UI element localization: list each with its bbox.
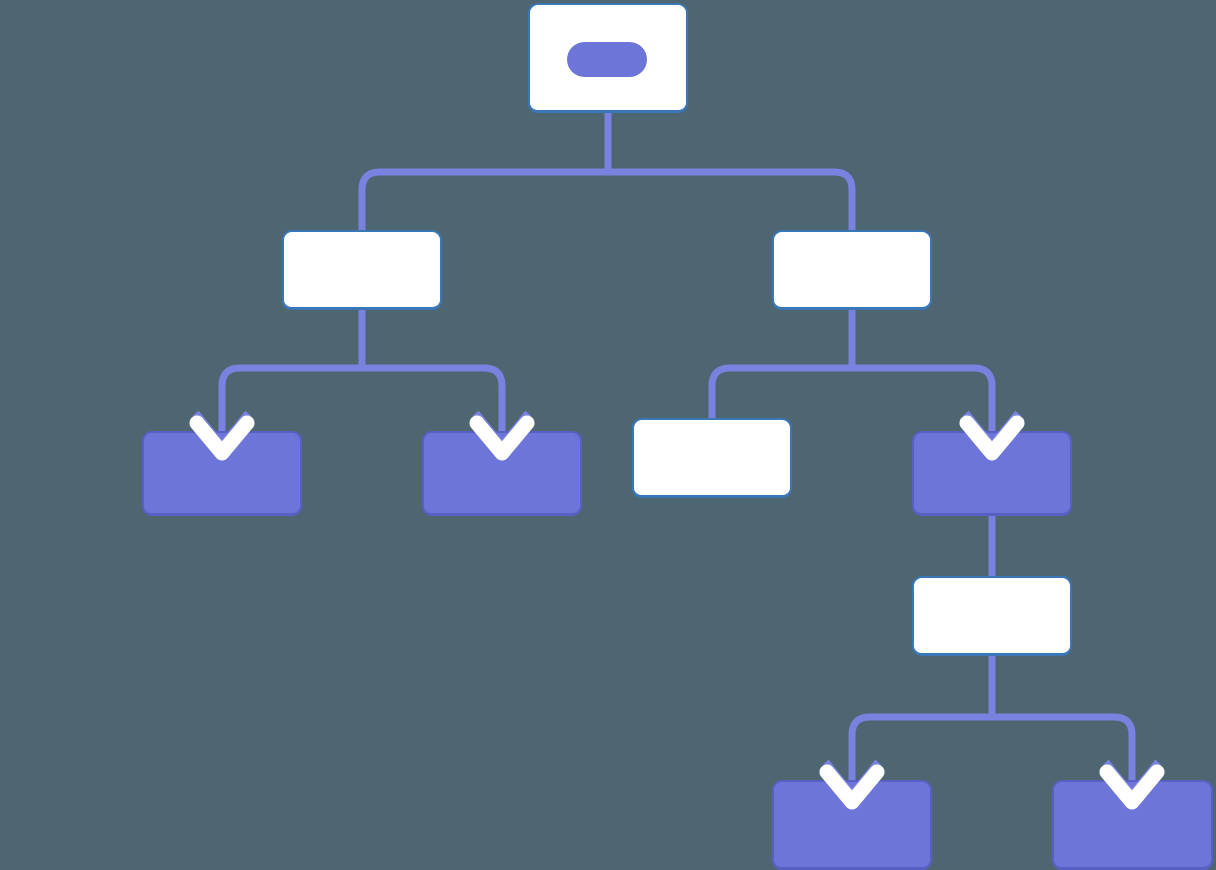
root-pill-shape <box>567 42 647 77</box>
node-leaf-6[interactable] <box>1052 780 1213 870</box>
node-leaf-4[interactable] <box>912 431 1072 516</box>
node-leaf-3-white[interactable] <box>632 418 792 498</box>
node-sub-branch[interactable] <box>912 576 1072 656</box>
edge-n3-to-n6 <box>708 364 852 420</box>
node-branch-right[interactable] <box>772 230 932 310</box>
node-leaf-1[interactable] <box>142 431 302 516</box>
node-leaf-2[interactable] <box>422 431 582 516</box>
node-leaf-5[interactable] <box>772 780 932 870</box>
node-branch-left[interactable] <box>282 230 442 310</box>
node-root[interactable] <box>528 3 688 113</box>
